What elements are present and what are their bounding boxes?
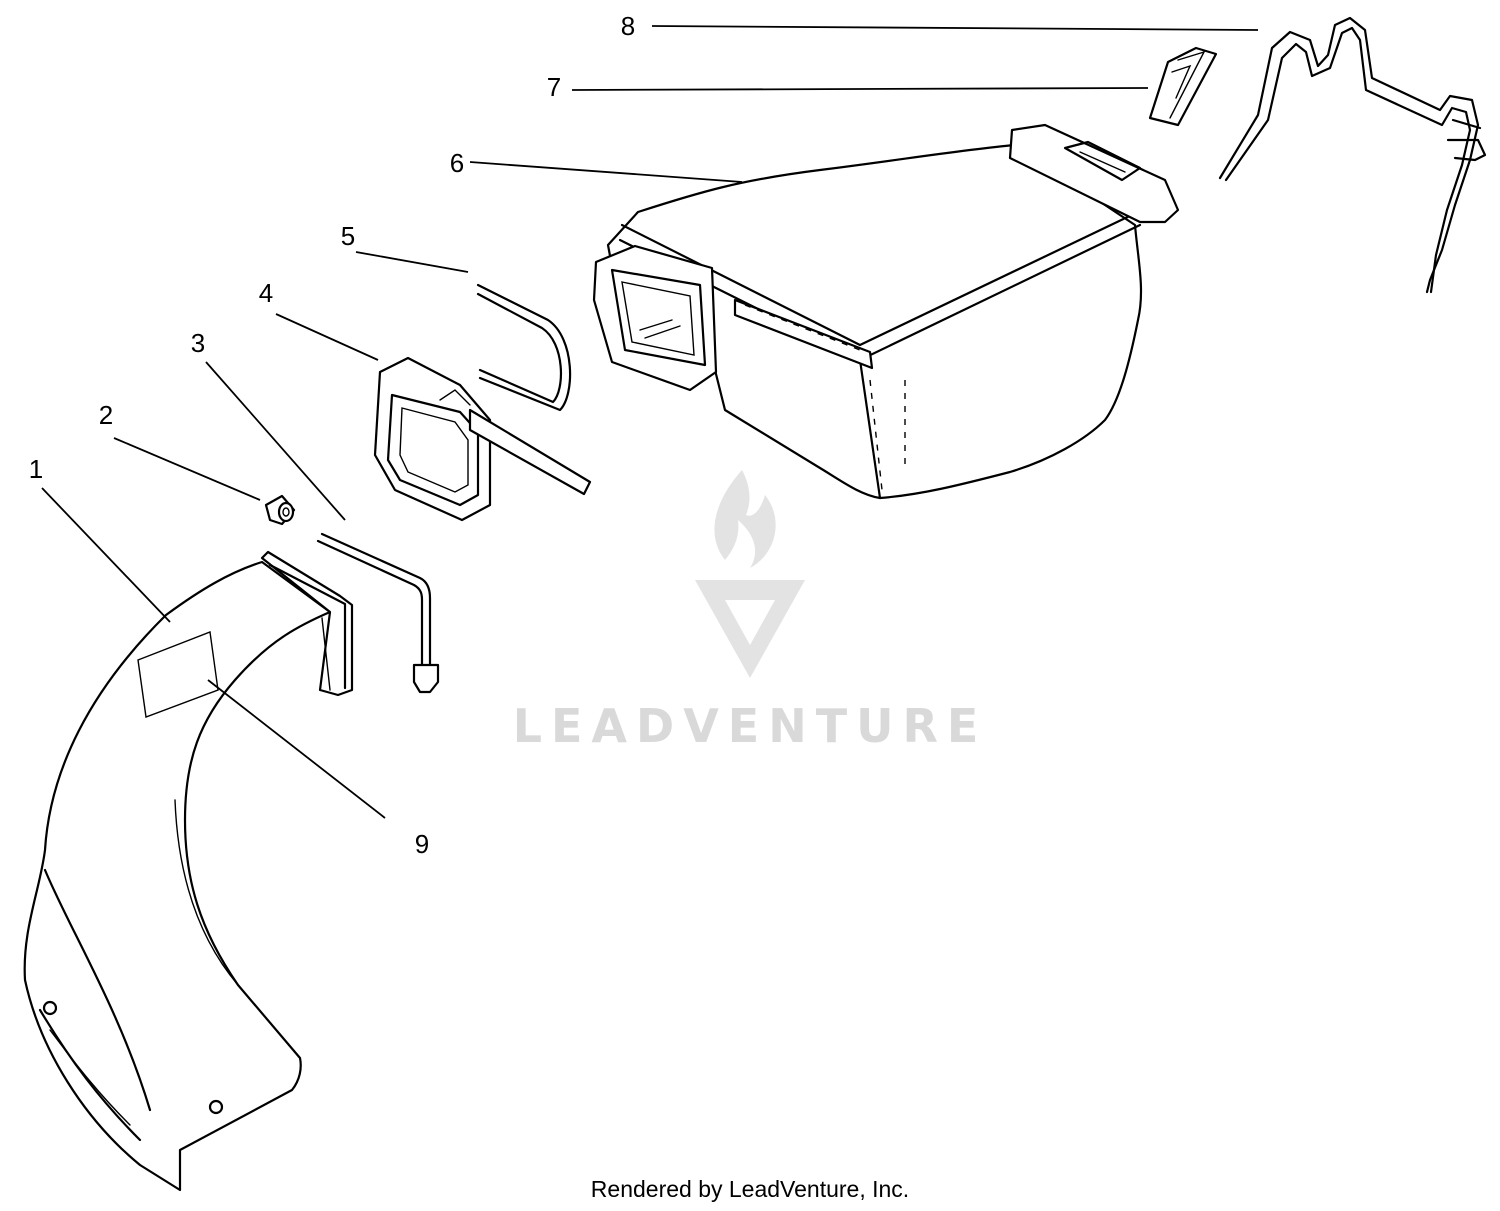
part-7-clip[interactable]: [1148, 46, 1218, 127]
callout-6: 6: [450, 148, 464, 178]
part-5-u-rod[interactable]: [476, 283, 572, 412]
callout-3: 3: [191, 328, 205, 358]
leader-7: [571, 87, 1149, 91]
leader-2: [113, 437, 261, 501]
leader-5: [355, 251, 469, 273]
leader-9: [207, 679, 386, 819]
callout-1: 1: [29, 454, 43, 484]
leader-8: [651, 25, 1259, 31]
callout-labels: 1 2 3 4 5 6 7 8 9: [29, 11, 635, 859]
leader-4: [275, 313, 379, 361]
leader-6: [469, 161, 743, 183]
callout-9: 9: [415, 829, 429, 859]
leader-1: [41, 487, 171, 623]
part-6-collection-bag[interactable]: [592, 123, 1180, 500]
part-2-cap-nut[interactable]: [264, 494, 296, 526]
leader-3: [205, 361, 346, 521]
part-8-wire-bail[interactable]: [1218, 16, 1487, 294]
watermark-logo-icon: [695, 470, 805, 678]
callout-7: 7: [547, 72, 561, 102]
part-4-adapter-frame[interactable]: [373, 356, 592, 522]
callout-2: 2: [99, 400, 113, 430]
leader-lines: [41, 25, 1259, 819]
part-3-l-pin[interactable]: [316, 532, 440, 694]
callout-5: 5: [341, 221, 355, 251]
callout-8: 8: [621, 11, 635, 41]
part-1-discharge-chute[interactable]: [23, 550, 354, 1192]
watermark-text: LEADVENTURE: [513, 699, 988, 753]
footer-credit: Rendered by LeadVenture, Inc.: [591, 1176, 909, 1202]
callout-4: 4: [259, 278, 273, 308]
